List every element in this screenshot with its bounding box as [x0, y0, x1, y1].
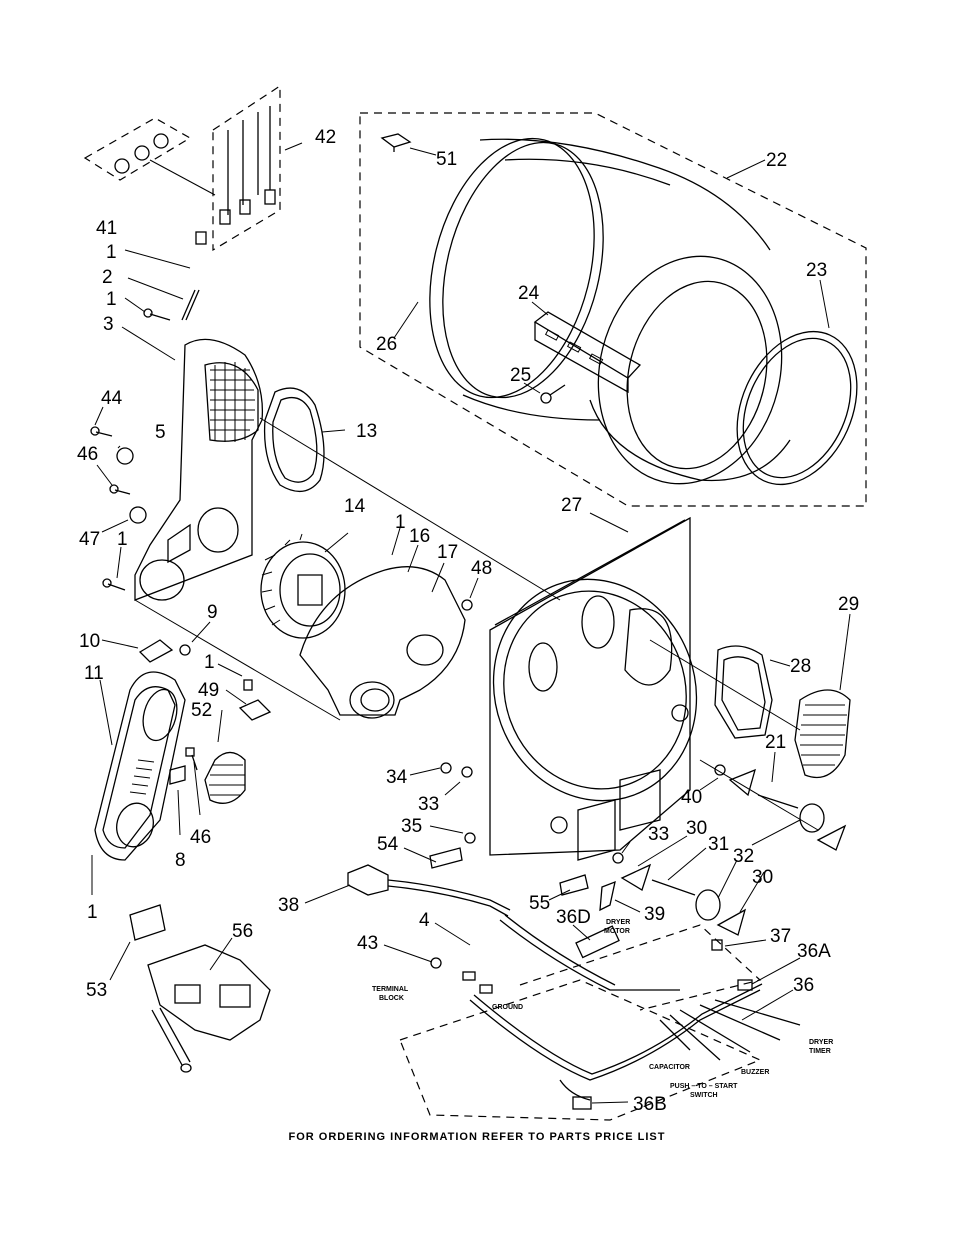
drum-clip: [380, 133, 412, 152]
wire-kit-42: [212, 84, 281, 252]
callout-52: 52: [191, 700, 212, 721]
callout-1: 1: [204, 652, 215, 673]
callout-42: 42: [315, 127, 336, 148]
callout-10: 10: [79, 631, 100, 652]
blower-wheel: [260, 533, 346, 639]
wire-harness: [399, 914, 801, 1121]
filter-housing: [714, 645, 773, 739]
blower-housing: [299, 566, 473, 719]
drive-belt: [263, 387, 325, 492]
callout-17: 17: [437, 542, 458, 563]
leader-lines: [91, 142, 851, 1104]
callout-22: 22: [766, 150, 787, 171]
ordering-info-footer: FOR ORDERING INFORMATION REFER TO PARTS …: [288, 1131, 666, 1143]
callout-35: 35: [401, 816, 422, 837]
label-capacitor: CAPACITOR: [649, 1064, 690, 1071]
callout-48: 48: [471, 558, 492, 579]
callout-11: 11: [84, 663, 104, 684]
component-labels: DRYER MOTOR TERMINAL BLOCK GROUND CAPACI…: [372, 919, 833, 1099]
callout-23: 23: [806, 260, 827, 281]
callout-30: 30: [752, 867, 773, 888]
clips: [138, 639, 272, 721]
label-dryer-motor-1: DRYER: [606, 919, 630, 926]
drum-assembly-group: [359, 112, 867, 507]
callout-2: 2: [102, 267, 113, 288]
callout-5: 5: [155, 422, 166, 443]
callout-33: 33: [648, 824, 669, 845]
callouts: 41 42 51 22 1 2 1 3 23 24 26 25 44 5 13 …: [77, 127, 859, 1115]
callout-36: 36: [793, 975, 814, 996]
label-buzzer: BUZZER: [741, 1069, 769, 1076]
callout-36A: 36A: [797, 941, 831, 962]
callout-43: 43: [357, 933, 378, 954]
label-ground: GROUND: [492, 1004, 523, 1011]
callout-54: 54: [377, 834, 399, 855]
label-terminal-block-2: BLOCK: [379, 995, 404, 1002]
callout-33: 33: [418, 794, 439, 815]
drum-front-seal: [736, 330, 858, 486]
callout-9: 9: [207, 602, 218, 623]
callout-46: 46: [77, 444, 98, 465]
callout-25: 25: [510, 365, 531, 386]
callout-34: 34: [386, 767, 408, 788]
callout-53: 53: [86, 980, 107, 1001]
callout-44: 44: [101, 388, 123, 409]
callout-27: 27: [561, 495, 582, 516]
callout-24: 24: [518, 283, 540, 304]
callout-55: 55: [529, 893, 550, 914]
callout-1: 1: [395, 512, 406, 533]
drum: [429, 137, 791, 485]
callout-1: 1: [106, 289, 117, 310]
callout-26: 26: [376, 334, 397, 355]
callout-3: 3: [103, 314, 114, 335]
front-panel: [94, 671, 186, 861]
callout-8: 8: [175, 850, 186, 871]
callout-41: 41: [96, 218, 117, 239]
callout-1: 1: [106, 242, 117, 263]
callout-32: 32: [733, 846, 754, 867]
gas-valve-assembly: [129, 904, 271, 1073]
callout-51: 51: [436, 149, 457, 170]
callout-16: 16: [409, 526, 430, 547]
baffle-screw: [540, 384, 566, 404]
callout-28: 28: [790, 656, 811, 677]
callout-56: 56: [232, 921, 253, 942]
grille-52: [204, 751, 246, 804]
callout-31: 31: [708, 834, 729, 855]
callout-37: 37: [770, 926, 791, 947]
filter-cover: [794, 689, 851, 779]
callout-4: 4: [419, 910, 430, 931]
callout-40: 40: [681, 787, 702, 808]
callout-46: 46: [190, 827, 211, 848]
callout-38: 38: [278, 895, 299, 916]
callout-1: 1: [87, 902, 98, 923]
screws-left: [90, 231, 207, 591]
label-dryer-motor-2: MOTOR: [604, 928, 630, 935]
callout-30: 30: [686, 818, 707, 839]
label-dryer-timer-2: TIMER: [809, 1048, 831, 1055]
lamp-kit-41: [83, 117, 216, 196]
label-terminal-block-1: TERMINAL: [372, 986, 409, 993]
label-dryer-timer-1: DRYER: [809, 1039, 833, 1046]
callout-36B: 36B: [633, 1094, 667, 1115]
callout-39: 39: [644, 904, 665, 925]
callout-49: 49: [198, 680, 219, 701]
label-push-to-start-2: SWITCH: [690, 1092, 718, 1099]
power-cord: [347, 762, 726, 917]
duct-plate: [134, 289, 264, 601]
callout-13: 13: [356, 421, 377, 442]
idler-assembly: [620, 768, 847, 936]
callout-47: 47: [79, 529, 100, 550]
callout-29: 29: [838, 594, 859, 615]
callout-1: 1: [117, 529, 128, 550]
callout-14: 14: [344, 496, 366, 517]
callout-36D: 36D: [556, 907, 591, 928]
label-push-to-start-1: PUSH – TO – START: [670, 1083, 738, 1090]
callout-21: 21: [765, 732, 786, 753]
rear-bulkhead: [489, 516, 698, 861]
baffle: [533, 311, 642, 394]
